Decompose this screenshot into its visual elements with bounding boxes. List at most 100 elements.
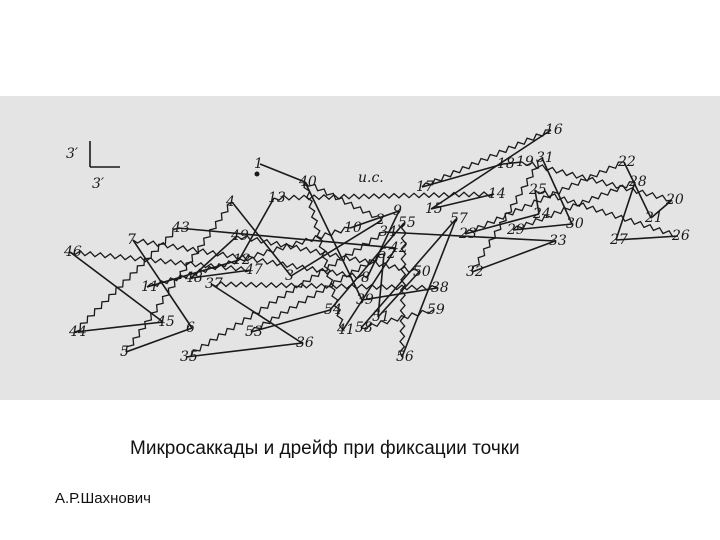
point-label-11: 11 bbox=[141, 279, 159, 295]
drift-segment bbox=[421, 129, 551, 188]
point-label-24: 24 bbox=[532, 206, 551, 222]
drift-segment bbox=[74, 227, 179, 333]
point-label-58: 58 bbox=[355, 320, 373, 336]
saccade-segment bbox=[502, 161, 523, 165]
saccade-segment bbox=[615, 181, 636, 241]
saccade-paths bbox=[69, 129, 679, 358]
saccade-segment bbox=[74, 321, 164, 333]
drift-segment bbox=[399, 222, 407, 358]
point-label-41: 41 bbox=[336, 322, 355, 338]
saccade-segment bbox=[615, 235, 679, 241]
point-label-31: 31 bbox=[536, 150, 554, 166]
drift-segment bbox=[125, 201, 233, 353]
point-label-22: 22 bbox=[617, 154, 636, 170]
point-label-17: 17 bbox=[416, 179, 434, 195]
point-label-4: 4 bbox=[225, 194, 235, 210]
saccade-segment bbox=[366, 210, 400, 279]
slide-caption: Микросаккады и дрейф при фиксации точки bbox=[130, 438, 520, 459]
point-label-28: 28 bbox=[628, 174, 647, 190]
point-label-9: 9 bbox=[393, 203, 402, 219]
point-label-1: 1 bbox=[254, 156, 263, 172]
point-label-57: 57 bbox=[450, 211, 468, 227]
saccade-segment bbox=[534, 189, 540, 215]
saccade-segment bbox=[259, 163, 306, 183]
point-label-43: 43 bbox=[171, 220, 190, 236]
saccade-segment bbox=[185, 342, 303, 358]
saccade-segment bbox=[132, 239, 193, 329]
scale-label-vertical: 3′ bbox=[66, 146, 79, 162]
point-label-52: 52 bbox=[378, 246, 396, 262]
saccade-segment bbox=[146, 259, 240, 288]
point-label-2: 2 bbox=[375, 212, 385, 228]
point-label-12: 12 bbox=[233, 252, 251, 268]
point-label-25: 25 bbox=[528, 182, 547, 198]
point-label-21: 21 bbox=[644, 210, 663, 226]
drift-segment bbox=[360, 309, 434, 330]
point-label-44: 44 bbox=[68, 324, 87, 340]
point-label-35: 35 bbox=[180, 349, 198, 365]
point-label-56: 56 bbox=[396, 349, 414, 365]
point-label-45: 45 bbox=[156, 314, 175, 330]
point-label-16: 16 bbox=[545, 122, 563, 138]
point-label-10: 10 bbox=[344, 220, 362, 236]
saccade-segment bbox=[384, 231, 556, 242]
drift-segment bbox=[146, 226, 351, 288]
drift-segment bbox=[236, 234, 420, 274]
point-label-33: 33 bbox=[549, 233, 567, 249]
drift-segment bbox=[69, 249, 252, 273]
point-label-53: 53 bbox=[245, 324, 263, 340]
point-label-54: 54 bbox=[324, 302, 342, 318]
point-label-3: 3 bbox=[285, 268, 294, 284]
point-label-34: 34 bbox=[379, 224, 397, 240]
point-label-8: 8 bbox=[361, 270, 370, 286]
scale-bar: 3′ 3′ bbox=[66, 141, 120, 192]
point-label-30: 30 bbox=[566, 216, 584, 232]
point-label-6: 6 bbox=[186, 320, 195, 336]
saccade-segment bbox=[177, 227, 397, 249]
saccade-segment bbox=[342, 247, 397, 331]
saccade-segment bbox=[623, 161, 652, 219]
point-label-46: 46 bbox=[63, 244, 82, 260]
point-label-37: 37 bbox=[205, 276, 223, 292]
point-label-47: 47 bbox=[244, 262, 263, 278]
point-label-48: 48 bbox=[184, 270, 203, 286]
saccade-segment bbox=[210, 283, 303, 344]
saccade-segment bbox=[541, 157, 573, 225]
point-label-51: 51 bbox=[372, 309, 390, 325]
point-label-55: 55 bbox=[398, 215, 416, 231]
saccade-segment bbox=[512, 223, 573, 231]
saccade-segment bbox=[464, 213, 540, 235]
scale-label-horizontal: 3′ bbox=[92, 176, 105, 192]
point-label-13: 13 bbox=[268, 190, 286, 206]
point-label-32: 32 bbox=[466, 264, 484, 280]
saccade-segment bbox=[421, 163, 504, 188]
drift-segment bbox=[250, 253, 385, 333]
point-label-7: 7 bbox=[127, 232, 136, 248]
point-label-5: 5 bbox=[120, 344, 129, 360]
saccade-segment bbox=[238, 197, 275, 261]
saccade-segment bbox=[471, 240, 556, 273]
point-label-26: 26 bbox=[671, 228, 690, 244]
saccade-segment bbox=[401, 218, 457, 358]
saccade-segment bbox=[69, 251, 164, 323]
point-label-18: 18 bbox=[497, 156, 515, 172]
drift-segment bbox=[534, 189, 679, 238]
point-label-27: 27 bbox=[609, 232, 628, 248]
drift-segment bbox=[471, 157, 543, 273]
point-label-49: 49 bbox=[230, 228, 249, 244]
author-name: А.Р.Шахнович bbox=[55, 490, 151, 507]
drift-segment bbox=[132, 238, 368, 280]
point-label-59: 59 bbox=[427, 302, 445, 318]
point-label-40: 40 bbox=[298, 174, 317, 190]
saccade-segment bbox=[190, 269, 252, 279]
point-label-15: 15 bbox=[425, 201, 443, 217]
point-label-42: 42 bbox=[389, 240, 408, 256]
point-label-20: 20 bbox=[665, 192, 684, 208]
drift-segment bbox=[185, 231, 386, 358]
point-label-14: 14 bbox=[488, 186, 506, 202]
saccade-segment bbox=[349, 210, 400, 229]
fixation-point-label: и.с. bbox=[358, 170, 384, 186]
